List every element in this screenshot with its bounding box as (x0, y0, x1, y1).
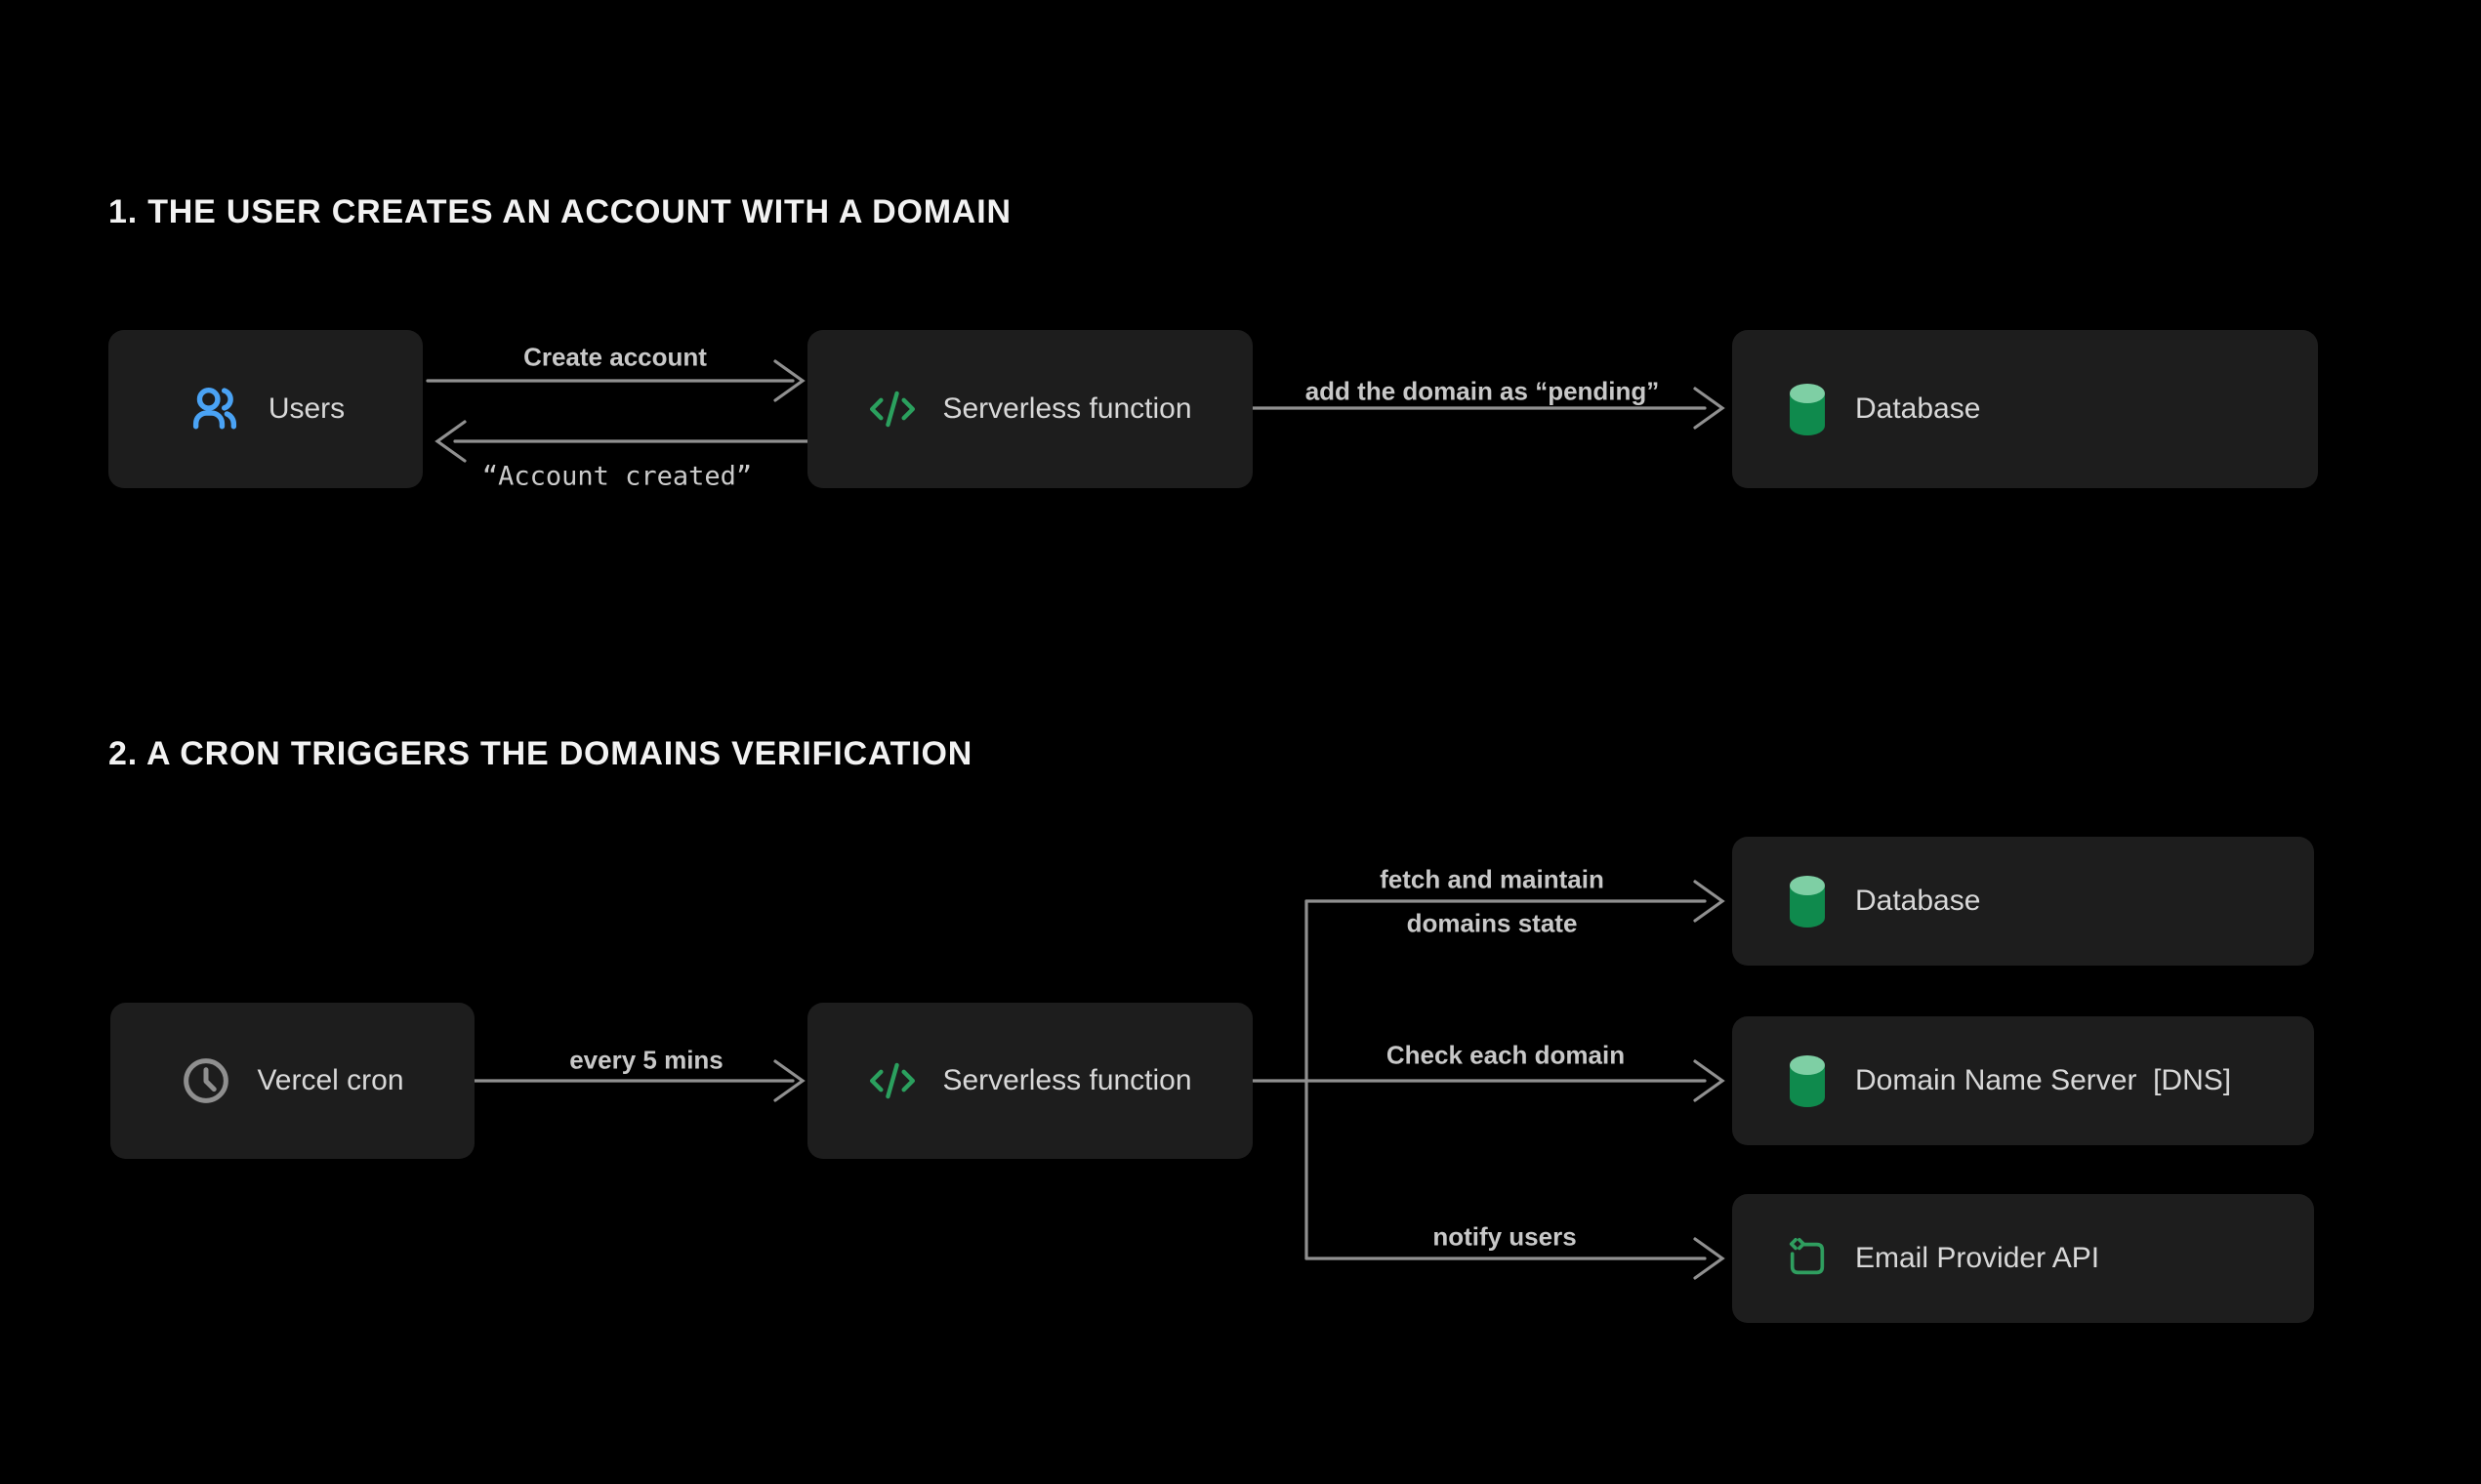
node-database-2: Database (1732, 837, 2314, 966)
node-vercel-cron-label: Vercel cron (257, 1064, 404, 1096)
node-serverless-function-1: Serverless function (807, 330, 1253, 488)
arrowhead-right-icon (1693, 1059, 1725, 1102)
node-vercel-cron: Vercel cron (110, 1003, 475, 1159)
arrowhead-right-icon (1693, 387, 1725, 430)
arrowhead-right-icon (1693, 1237, 1725, 1280)
arrowhead-left-icon (434, 420, 467, 463)
section2-heading: 2. A CRON TRIGGERS THE DOMAINS VERIFICAT… (108, 735, 973, 772)
edge-label-create-account: Create account (523, 342, 707, 372)
edge-label-notify-users: notify users (1432, 1221, 1577, 1252)
code-icon (870, 391, 916, 428)
node-dns-label: Domain Name Server [DNS] (1855, 1064, 2232, 1096)
node-users-label: Users (268, 392, 346, 425)
arrowhead-right-icon (773, 359, 806, 402)
node-users: Users (108, 330, 423, 488)
section1-heading: 1. THE USER CREATES AN ACCOUNT WITH A DO… (108, 193, 1012, 230)
edge-label-add-domain-pending: add the domain as “pending” (1304, 376, 1660, 406)
arrowhead-right-icon (1693, 880, 1725, 923)
database-icon (1790, 875, 1825, 928)
node-serverless-function-2: Serverless function (807, 1003, 1253, 1159)
users-icon (192, 387, 236, 430)
node-serverless-label: Serverless function (942, 1064, 1192, 1096)
node-database-label: Database (1855, 392, 1981, 425)
database-icon (1790, 383, 1825, 435)
arrowhead-right-icon (773, 1059, 806, 1102)
database-icon (1790, 1054, 1825, 1107)
edge-label-account-created: “Account created” (481, 461, 753, 492)
node-dns: Domain Name Server [DNS] (1732, 1016, 2314, 1145)
edge-label-every-5-mins: every 5 mins (569, 1045, 724, 1075)
code-icon (870, 1062, 916, 1099)
email-api-icon (1789, 1238, 1825, 1275)
edge-label-check-each-domain: Check each domain (1385, 1040, 1626, 1070)
node-serverless-label: Serverless function (942, 392, 1192, 425)
edge-label-fetch-maintain-line1: fetch and maintain (1380, 864, 1604, 894)
node-email-provider-api-label: Email Provider API (1855, 1242, 2100, 1274)
node-database-label: Database (1855, 885, 1981, 917)
node-email-provider-api: Email Provider API (1732, 1194, 2314, 1323)
clock-icon (184, 1058, 229, 1103)
node-database-1: Database (1732, 330, 2318, 488)
edge-label-fetch-maintain-line2: domains state (1406, 908, 1578, 938)
